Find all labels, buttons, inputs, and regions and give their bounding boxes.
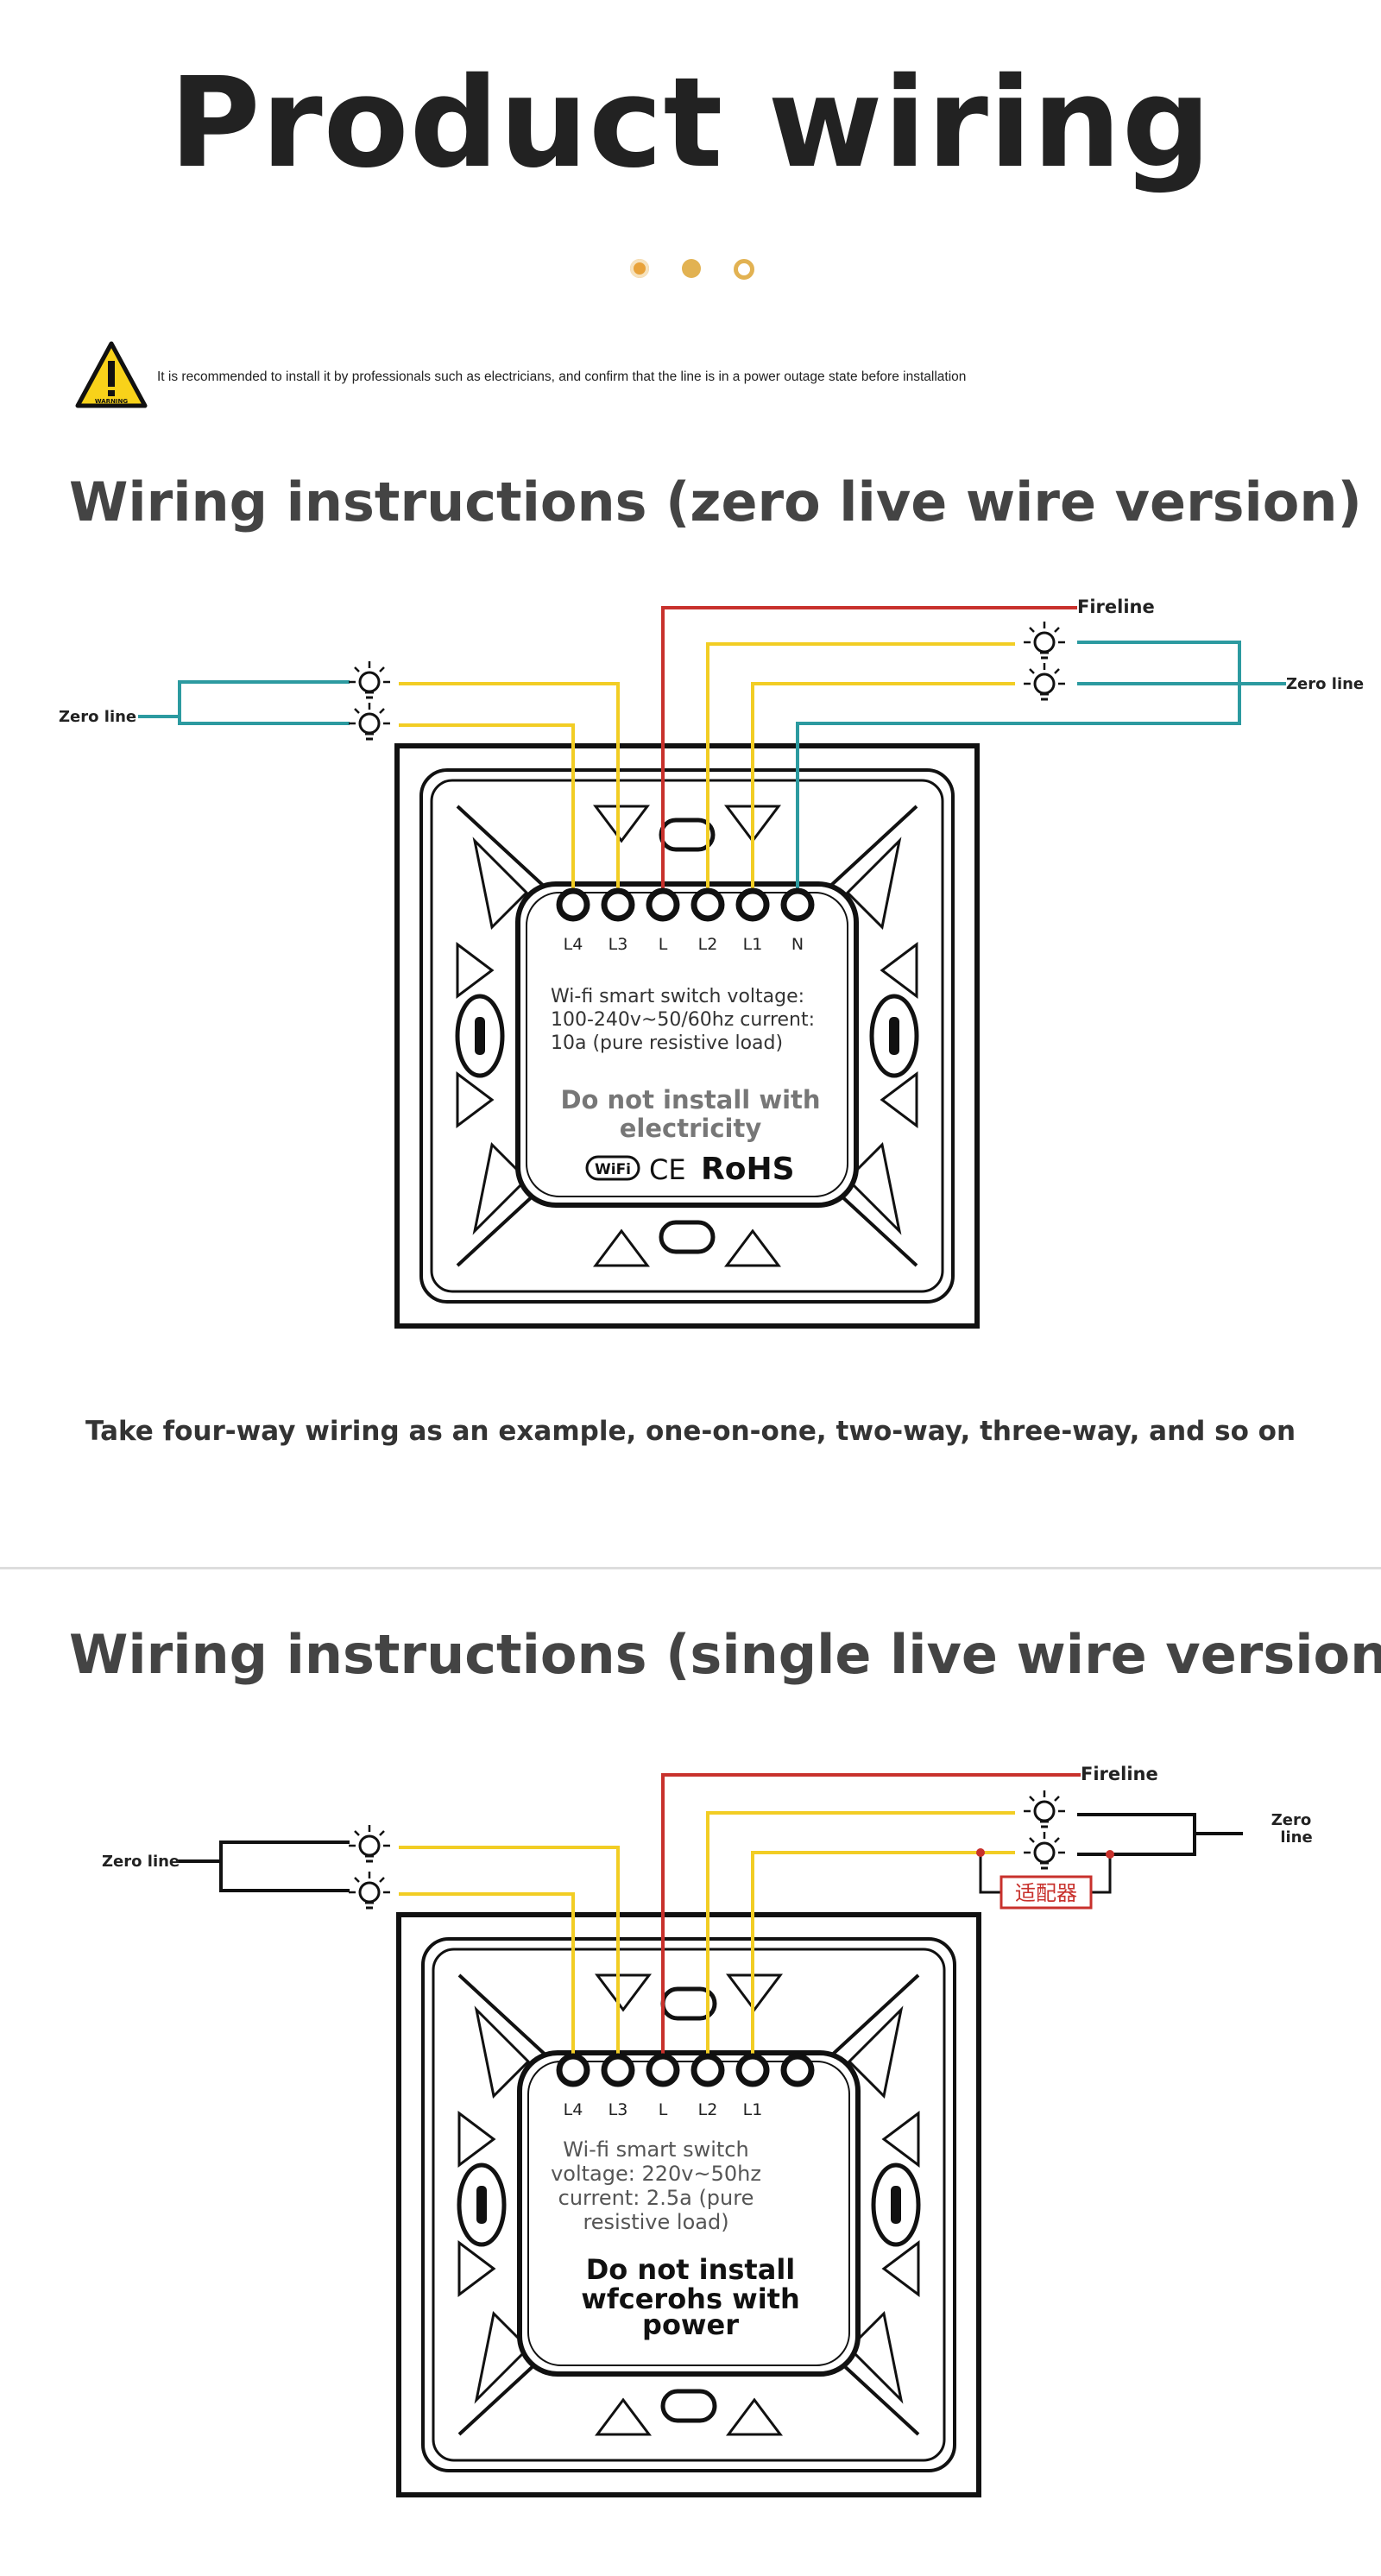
bulb-icon bbox=[1022, 1830, 1067, 1870]
terminal-block bbox=[556, 2053, 815, 2087]
bulb-icon bbox=[347, 660, 392, 699]
terminal-label: L1 bbox=[743, 2100, 763, 2119]
notice-text-line: Do not install with bbox=[560, 1085, 820, 1114]
wifi-mark: WiFi bbox=[595, 1161, 631, 1178]
warning-icon-label: WARNING bbox=[95, 398, 129, 405]
warning-icon: WARNING bbox=[75, 341, 148, 408]
terminal-label: N bbox=[791, 935, 804, 954]
terminal-label: L2 bbox=[698, 935, 718, 954]
decor-dot-1 bbox=[630, 259, 649, 278]
spec-text-line: voltage: 220v~50hz bbox=[551, 2162, 761, 2186]
spec-text-line: Wi-fi smart switch bbox=[563, 2137, 748, 2162]
terminal-label: L3 bbox=[609, 2100, 628, 2119]
adapter-box bbox=[999, 1875, 1093, 1910]
bulb-icon bbox=[347, 1870, 392, 1910]
terminal-label: L3 bbox=[609, 935, 628, 954]
terminal-label: L bbox=[659, 2100, 668, 2119]
fireline-label: Fireline bbox=[1077, 597, 1155, 617]
zero-line-left-label: Zero line bbox=[102, 1853, 180, 1871]
bulb-icon bbox=[1022, 620, 1067, 660]
zero-line-right-label: Zero bbox=[1271, 1811, 1312, 1829]
wiring-diagram-zero-live: Zero line Fireline Zero line L4 L3 L L2 … bbox=[59, 597, 1364, 1347]
section-divider bbox=[0, 1567, 1381, 1569]
section2-title: Wiring instructions (single live wire ve… bbox=[69, 1623, 1381, 1686]
terminal-label: L bbox=[659, 935, 668, 954]
page-title: Product wiring bbox=[169, 50, 1212, 195]
warning-text: It is recommended to install it by profe… bbox=[157, 369, 967, 384]
zero-line-right-label: Zero line bbox=[1286, 675, 1364, 693]
bulb-icon bbox=[347, 1823, 392, 1863]
decor-dot-2 bbox=[682, 259, 701, 278]
spec-text-line: resistive load) bbox=[583, 2210, 728, 2234]
spec-text-line: Wi-fi smart switch voltage: bbox=[551, 986, 804, 1007]
notice-text-line: power bbox=[642, 2308, 739, 2341]
terminal-label: L4 bbox=[564, 935, 583, 954]
bulb-icon bbox=[1022, 661, 1067, 701]
terminal-block bbox=[556, 887, 815, 922]
zero-line-right-label: line bbox=[1280, 1828, 1312, 1847]
notice-text-line: Do not install bbox=[586, 2253, 796, 2286]
spec-text-line: 100-240v~50/60hz current: bbox=[551, 1009, 815, 1031]
cert-marks: WiFi CE RoHS bbox=[585, 1152, 795, 1187]
notice-text-line: electricity bbox=[620, 1114, 762, 1143]
adapter-label: 适配器 bbox=[1015, 1881, 1077, 1905]
terminal-label: L1 bbox=[743, 935, 763, 954]
section1-title: Wiring instructions (zero live wire vers… bbox=[69, 470, 1362, 534]
terminal-label: L4 bbox=[564, 2100, 583, 2119]
ce-mark: CE bbox=[649, 1153, 686, 1186]
zero-line-left-label: Zero line bbox=[59, 708, 136, 726]
rohs-mark: RoHS bbox=[701, 1152, 795, 1187]
section1-caption: Take four-way wiring as an example, one-… bbox=[85, 1416, 1296, 1447]
bulb-icon bbox=[347, 701, 392, 741]
wiring-diagram-single-live: Zero line Fireline 适配器 Zero line L4 L3 L… bbox=[102, 1764, 1313, 2512]
notice-text-line: wfcerohs with bbox=[581, 2282, 800, 2315]
spec-text-line: current: 2.5a (pure bbox=[558, 2186, 754, 2210]
decor-dot-3 bbox=[734, 259, 754, 280]
terminal-label: L2 bbox=[698, 2100, 718, 2119]
spec-text-line: 10a (pure resistive load) bbox=[551, 1032, 783, 1054]
bulb-icon bbox=[1022, 1789, 1067, 1828]
fireline-label: Fireline bbox=[1081, 1764, 1158, 1784]
